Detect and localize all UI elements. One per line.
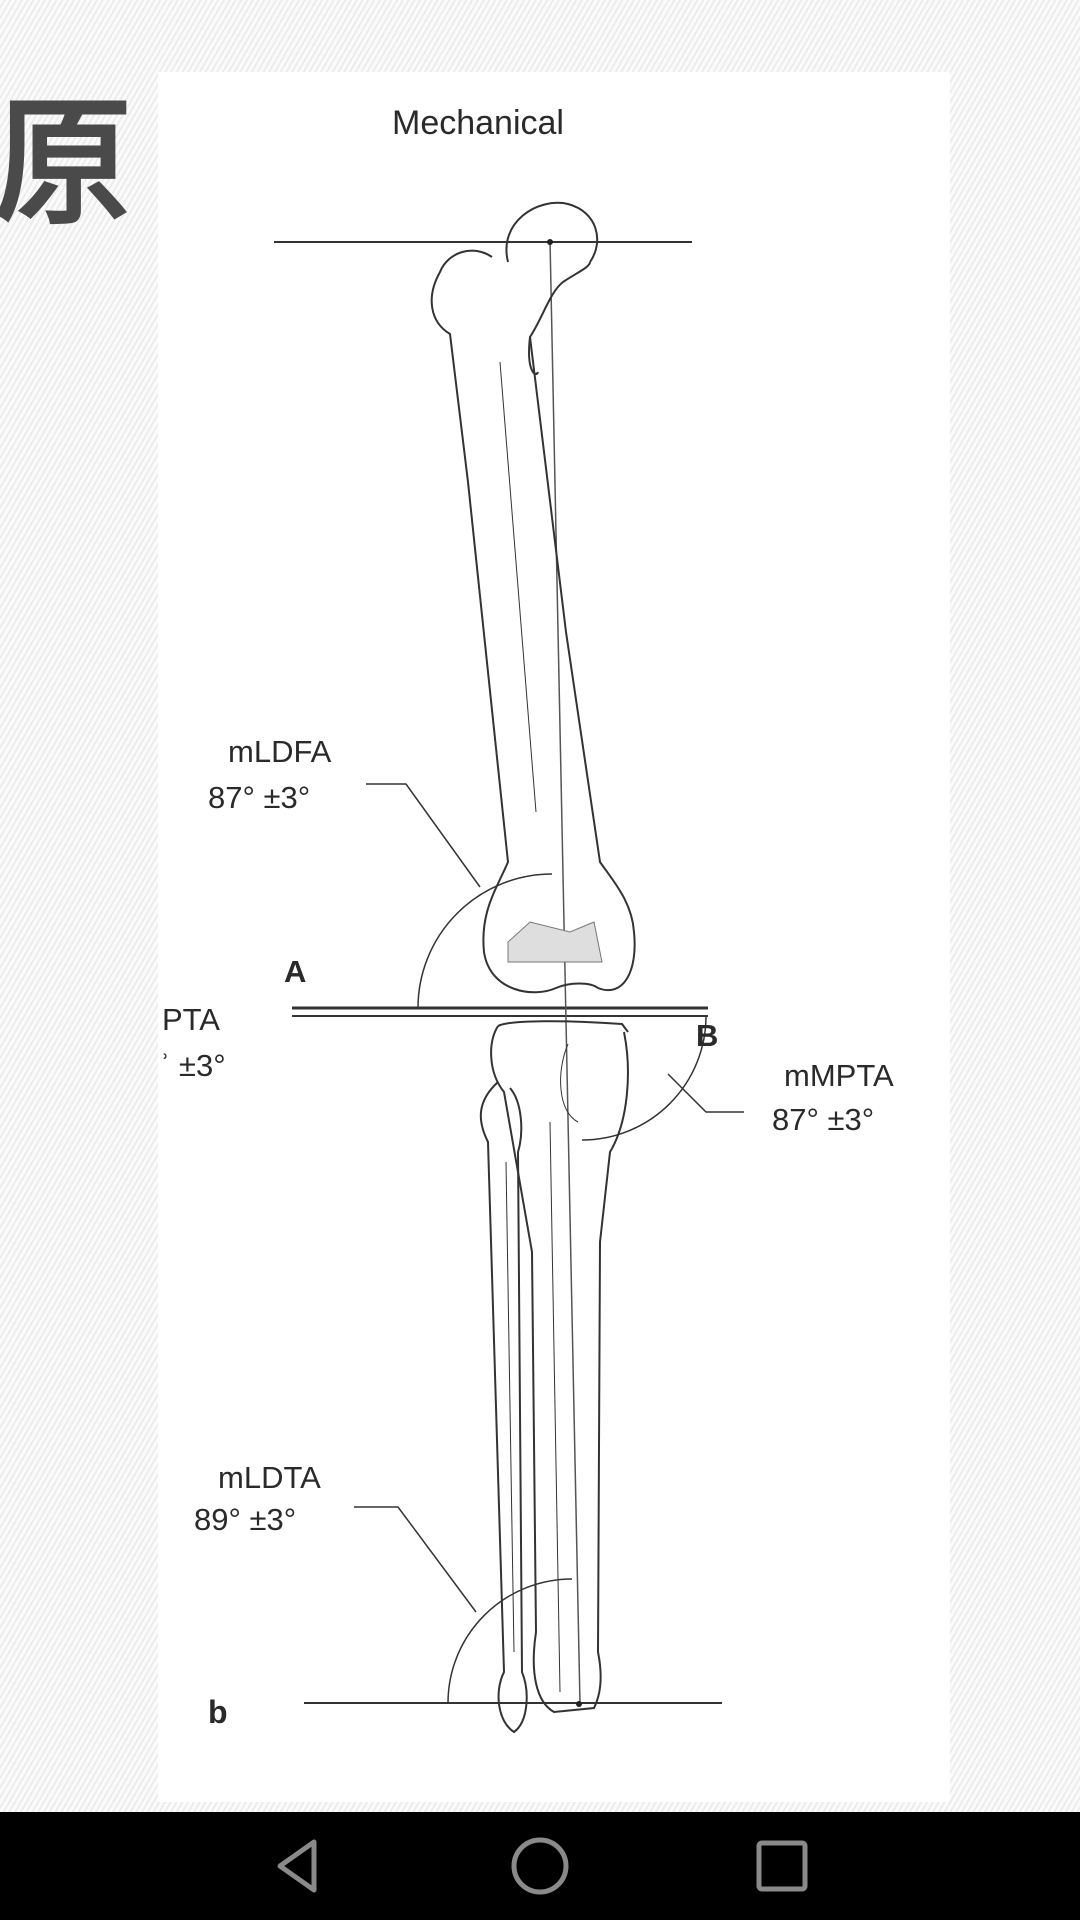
leg-alignment-drawing (274, 201, 744, 1734)
mmpta-leader-line (667, 1073, 744, 1113)
point-b-label: B (696, 1018, 719, 1053)
ankle-center-point (576, 1701, 582, 1707)
fibula-outline (479, 1081, 528, 1734)
tibial-tubercle (560, 1043, 579, 1123)
mldta-leader-line (354, 1506, 477, 1613)
mechanical-axis-figure: Mechanical mLDFA 87° ±3° A B PTA ʾ ±3° m… (158, 72, 950, 1802)
system-navigation-bar (0, 1812, 1080, 1920)
femoral-head (505, 201, 599, 263)
greater-trochanter-notch (528, 336, 539, 375)
mmpta-label: mMPTA (784, 1058, 894, 1093)
femoral-shaft-inner-line (499, 361, 537, 813)
panel-label: b (208, 1694, 228, 1730)
mldta-value: 89° ±3° (194, 1502, 297, 1537)
tibia-outline (490, 1025, 629, 1714)
tibial-plateau (497, 1020, 629, 1033)
recents-square-icon (756, 1840, 808, 1892)
recents-button[interactable] (750, 1834, 814, 1898)
mldfa-value: 87° ±3° (208, 780, 311, 815)
femoral-head-center-point (547, 239, 553, 245)
home-circle-icon (511, 1837, 569, 1895)
mechanical-axis-line (549, 239, 581, 1705)
back-triangle-icon (277, 1839, 317, 1893)
mldfa-leader-line (366, 783, 481, 888)
mldta-angle-arc (447, 1578, 573, 1704)
mldfa-angle-arc (417, 873, 553, 1009)
mldta-label: mLDTA (218, 1460, 321, 1495)
mmpta-angle-arc (581, 1015, 707, 1141)
femoral-condyle-notch (507, 921, 603, 963)
femur-outline (430, 249, 636, 994)
mmpta-value: 87° ±3° (772, 1102, 875, 1137)
side-heading-character: 原 (0, 83, 133, 244)
cropped-pta-label: PTA (162, 1002, 220, 1037)
tibia-inner-line (549, 1121, 561, 1693)
figure-title: Mechanical (392, 104, 564, 142)
fibula-inner-line (505, 1161, 515, 1653)
point-a-label: A (284, 954, 307, 989)
back-button[interactable] (266, 1834, 330, 1898)
cropped-pta-value: ʾ ±3° (160, 1048, 226, 1083)
home-button[interactable] (508, 1834, 572, 1898)
mldfa-label: mLDFA (228, 734, 332, 769)
